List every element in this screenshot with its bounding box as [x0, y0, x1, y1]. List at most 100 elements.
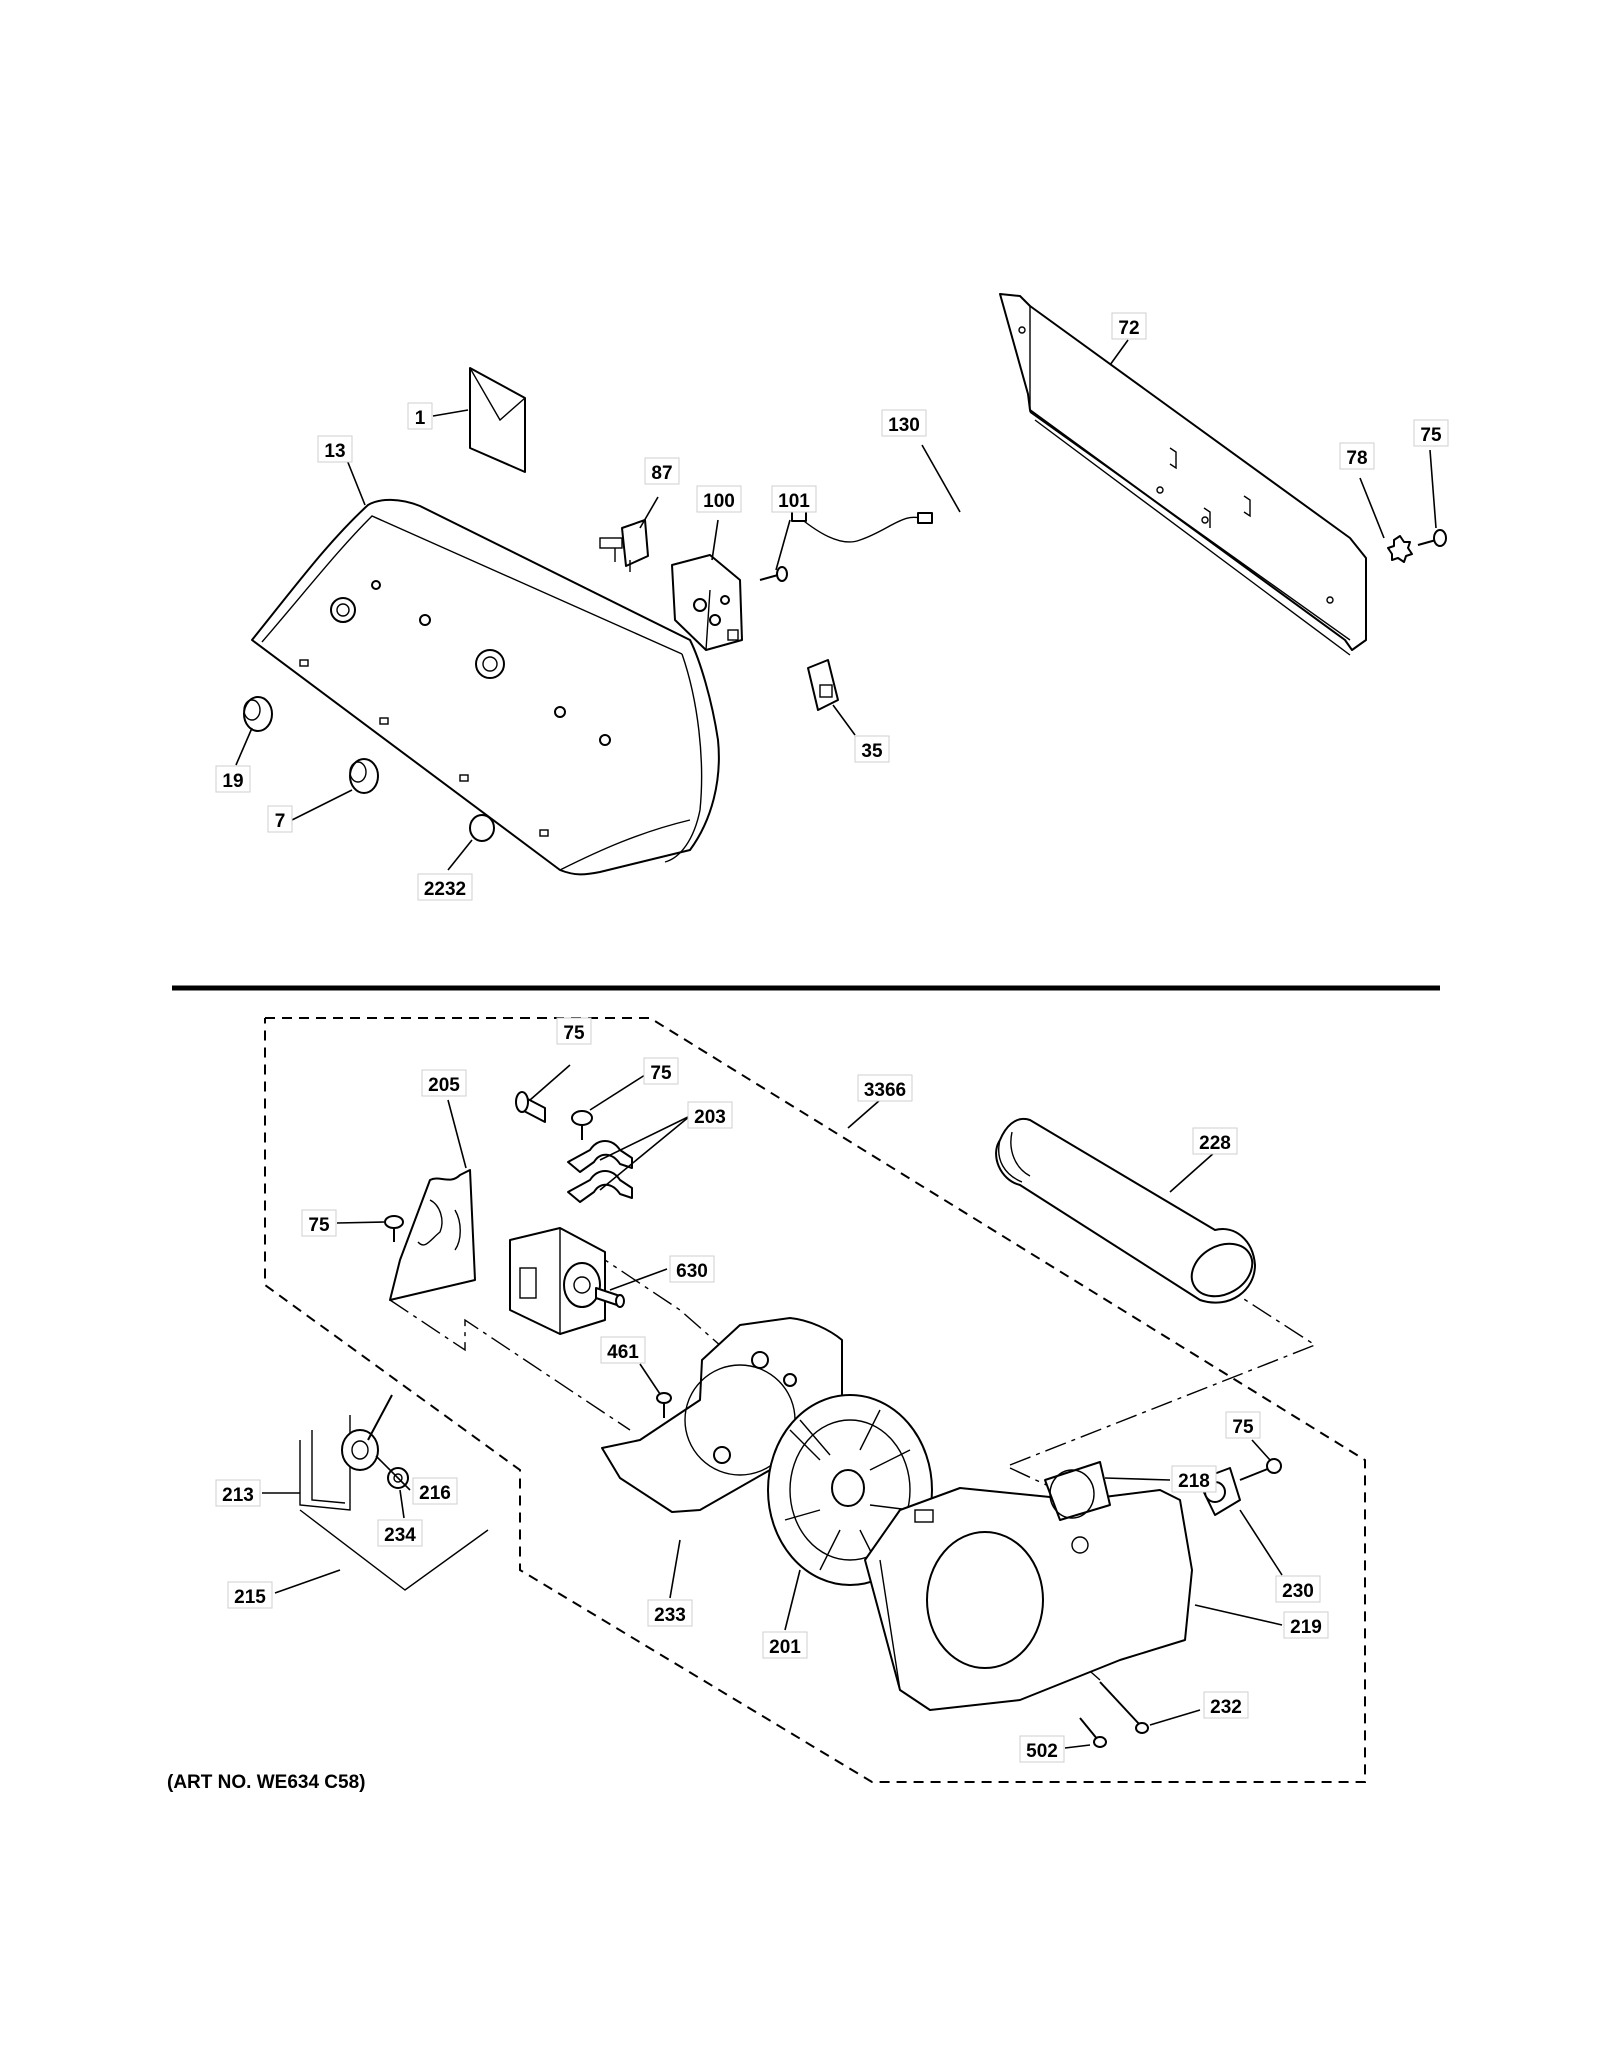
part-7-knob [349, 758, 379, 794]
svg-text:19: 19 [222, 771, 243, 792]
part-87-switch [599, 519, 649, 572]
callout-228: 228 [1192, 1127, 1238, 1155]
part-203-clamp-lower [567, 1170, 633, 1203]
svg-text:233: 233 [654, 1605, 686, 1626]
callout-75-c: 75 [301, 1209, 337, 1237]
svg-text:75: 75 [1232, 1417, 1254, 1438]
callout-218: 218 [1171, 1465, 1217, 1493]
callout-201: 201 [762, 1631, 808, 1659]
part-130-wire-harness [791, 510, 933, 543]
alignment-line-1 [389, 1299, 631, 1431]
alignment-line-2 [1009, 1289, 1317, 1466]
svg-text:216: 216 [419, 1483, 451, 1504]
callout-75-a: 75 [556, 1017, 592, 1045]
svg-text:215: 215 [234, 1587, 266, 1608]
part-461-screw [656, 1392, 672, 1418]
part-75-screw-c [384, 1215, 404, 1242]
callout-75-b: 75 [643, 1057, 679, 1085]
callout-2232: 2232 [417, 873, 473, 901]
callout-75-top: 75 [1413, 419, 1449, 447]
svg-text:1: 1 [415, 408, 426, 429]
callout-216: 216 [412, 1477, 458, 1505]
part-213-idler-bracket [299, 1415, 351, 1511]
part-228-duct [995, 1117, 1256, 1304]
callout-203: 203 [687, 1101, 733, 1129]
callout-72: 72 [1111, 312, 1147, 340]
part-1-label-sheet [469, 367, 526, 473]
part-75-screw-a [515, 1091, 546, 1123]
svg-text:72: 72 [1118, 318, 1139, 339]
svg-text:228: 228 [1199, 1133, 1231, 1154]
callout-219: 219 [1283, 1611, 1329, 1639]
svg-text:205: 205 [428, 1075, 460, 1096]
callout-13: 13 [317, 435, 353, 463]
part-205-bracket [389, 1169, 476, 1301]
part-232-screw [1099, 1681, 1149, 1734]
svg-text:203: 203 [694, 1107, 726, 1128]
callout-35: 35 [854, 735, 890, 763]
svg-text:219: 219 [1290, 1617, 1322, 1638]
svg-text:78: 78 [1346, 448, 1367, 469]
svg-text:101: 101 [778, 491, 810, 512]
callout-205: 205 [421, 1069, 467, 1097]
svg-text:75: 75 [1420, 425, 1442, 446]
callout-1: 1 [407, 402, 433, 430]
svg-text:75: 75 [650, 1063, 672, 1084]
svg-text:230: 230 [1282, 1581, 1314, 1602]
part-75-screw-d [1239, 1458, 1282, 1481]
part-2232-button [469, 814, 495, 842]
svg-text:234: 234 [384, 1525, 416, 1546]
svg-text:213: 213 [222, 1485, 254, 1506]
part-219-blower-housing [864, 1487, 1193, 1711]
svg-text:100: 100 [703, 491, 735, 512]
kit-3366-outline [264, 1017, 1366, 1783]
svg-text:130: 130 [888, 415, 920, 436]
svg-text:7: 7 [275, 811, 286, 832]
callout-215: 215 [227, 1581, 273, 1609]
part-75-screw-top [1417, 529, 1447, 547]
svg-text:201: 201 [769, 1637, 801, 1658]
svg-text:461: 461 [607, 1342, 639, 1363]
part-35-connector [807, 659, 839, 711]
art-number: (ART NO. WE634 C58) [167, 1772, 365, 1793]
svg-text:218: 218 [1178, 1471, 1210, 1492]
part-100-timer [671, 554, 743, 651]
part-502-screw [1079, 1717, 1107, 1748]
callout-78: 78 [1339, 442, 1375, 470]
callout-87: 87 [644, 457, 680, 485]
part-78-star-washer [1387, 535, 1413, 563]
svg-text:75: 75 [308, 1215, 330, 1236]
part-75-screw-b [571, 1110, 593, 1140]
callout-232: 232 [1203, 1691, 1249, 1719]
part-215-spring [299, 1509, 489, 1591]
svg-text:502: 502 [1026, 1741, 1058, 1762]
svg-text:3366: 3366 [864, 1080, 906, 1101]
callout-7: 7 [267, 805, 293, 833]
callout-213: 213 [215, 1479, 261, 1507]
callout-19: 19 [215, 765, 251, 793]
part-72-back-panel [999, 293, 1367, 656]
callout-75-d: 75 [1225, 1411, 1261, 1439]
svg-text:630: 630 [676, 1261, 708, 1282]
callout-3366: 3366 [857, 1074, 913, 1102]
svg-text:35: 35 [861, 741, 883, 762]
leader-lines [235, 339, 1437, 1749]
part-216-idler-pulley [341, 1394, 393, 1471]
svg-text:2232: 2232 [424, 879, 466, 900]
callout-100: 100 [696, 485, 742, 513]
callout-230: 230 [1275, 1575, 1321, 1603]
part-19-knob [243, 696, 273, 732]
part-203-clamp-upper [567, 1140, 633, 1173]
callout-234: 234 [377, 1519, 423, 1547]
part-13-control-panel [251, 498, 720, 876]
svg-text:232: 232 [1210, 1697, 1242, 1718]
callout-461: 461 [600, 1336, 646, 1364]
callout-101: 101 [771, 485, 817, 513]
callout-502: 502 [1019, 1735, 1065, 1763]
part-630-motor [509, 1227, 625, 1335]
callout-233: 233 [647, 1599, 693, 1627]
part-218-adapter [1044, 1461, 1111, 1521]
svg-text:75: 75 [563, 1023, 585, 1044]
callout-630: 630 [669, 1255, 715, 1283]
